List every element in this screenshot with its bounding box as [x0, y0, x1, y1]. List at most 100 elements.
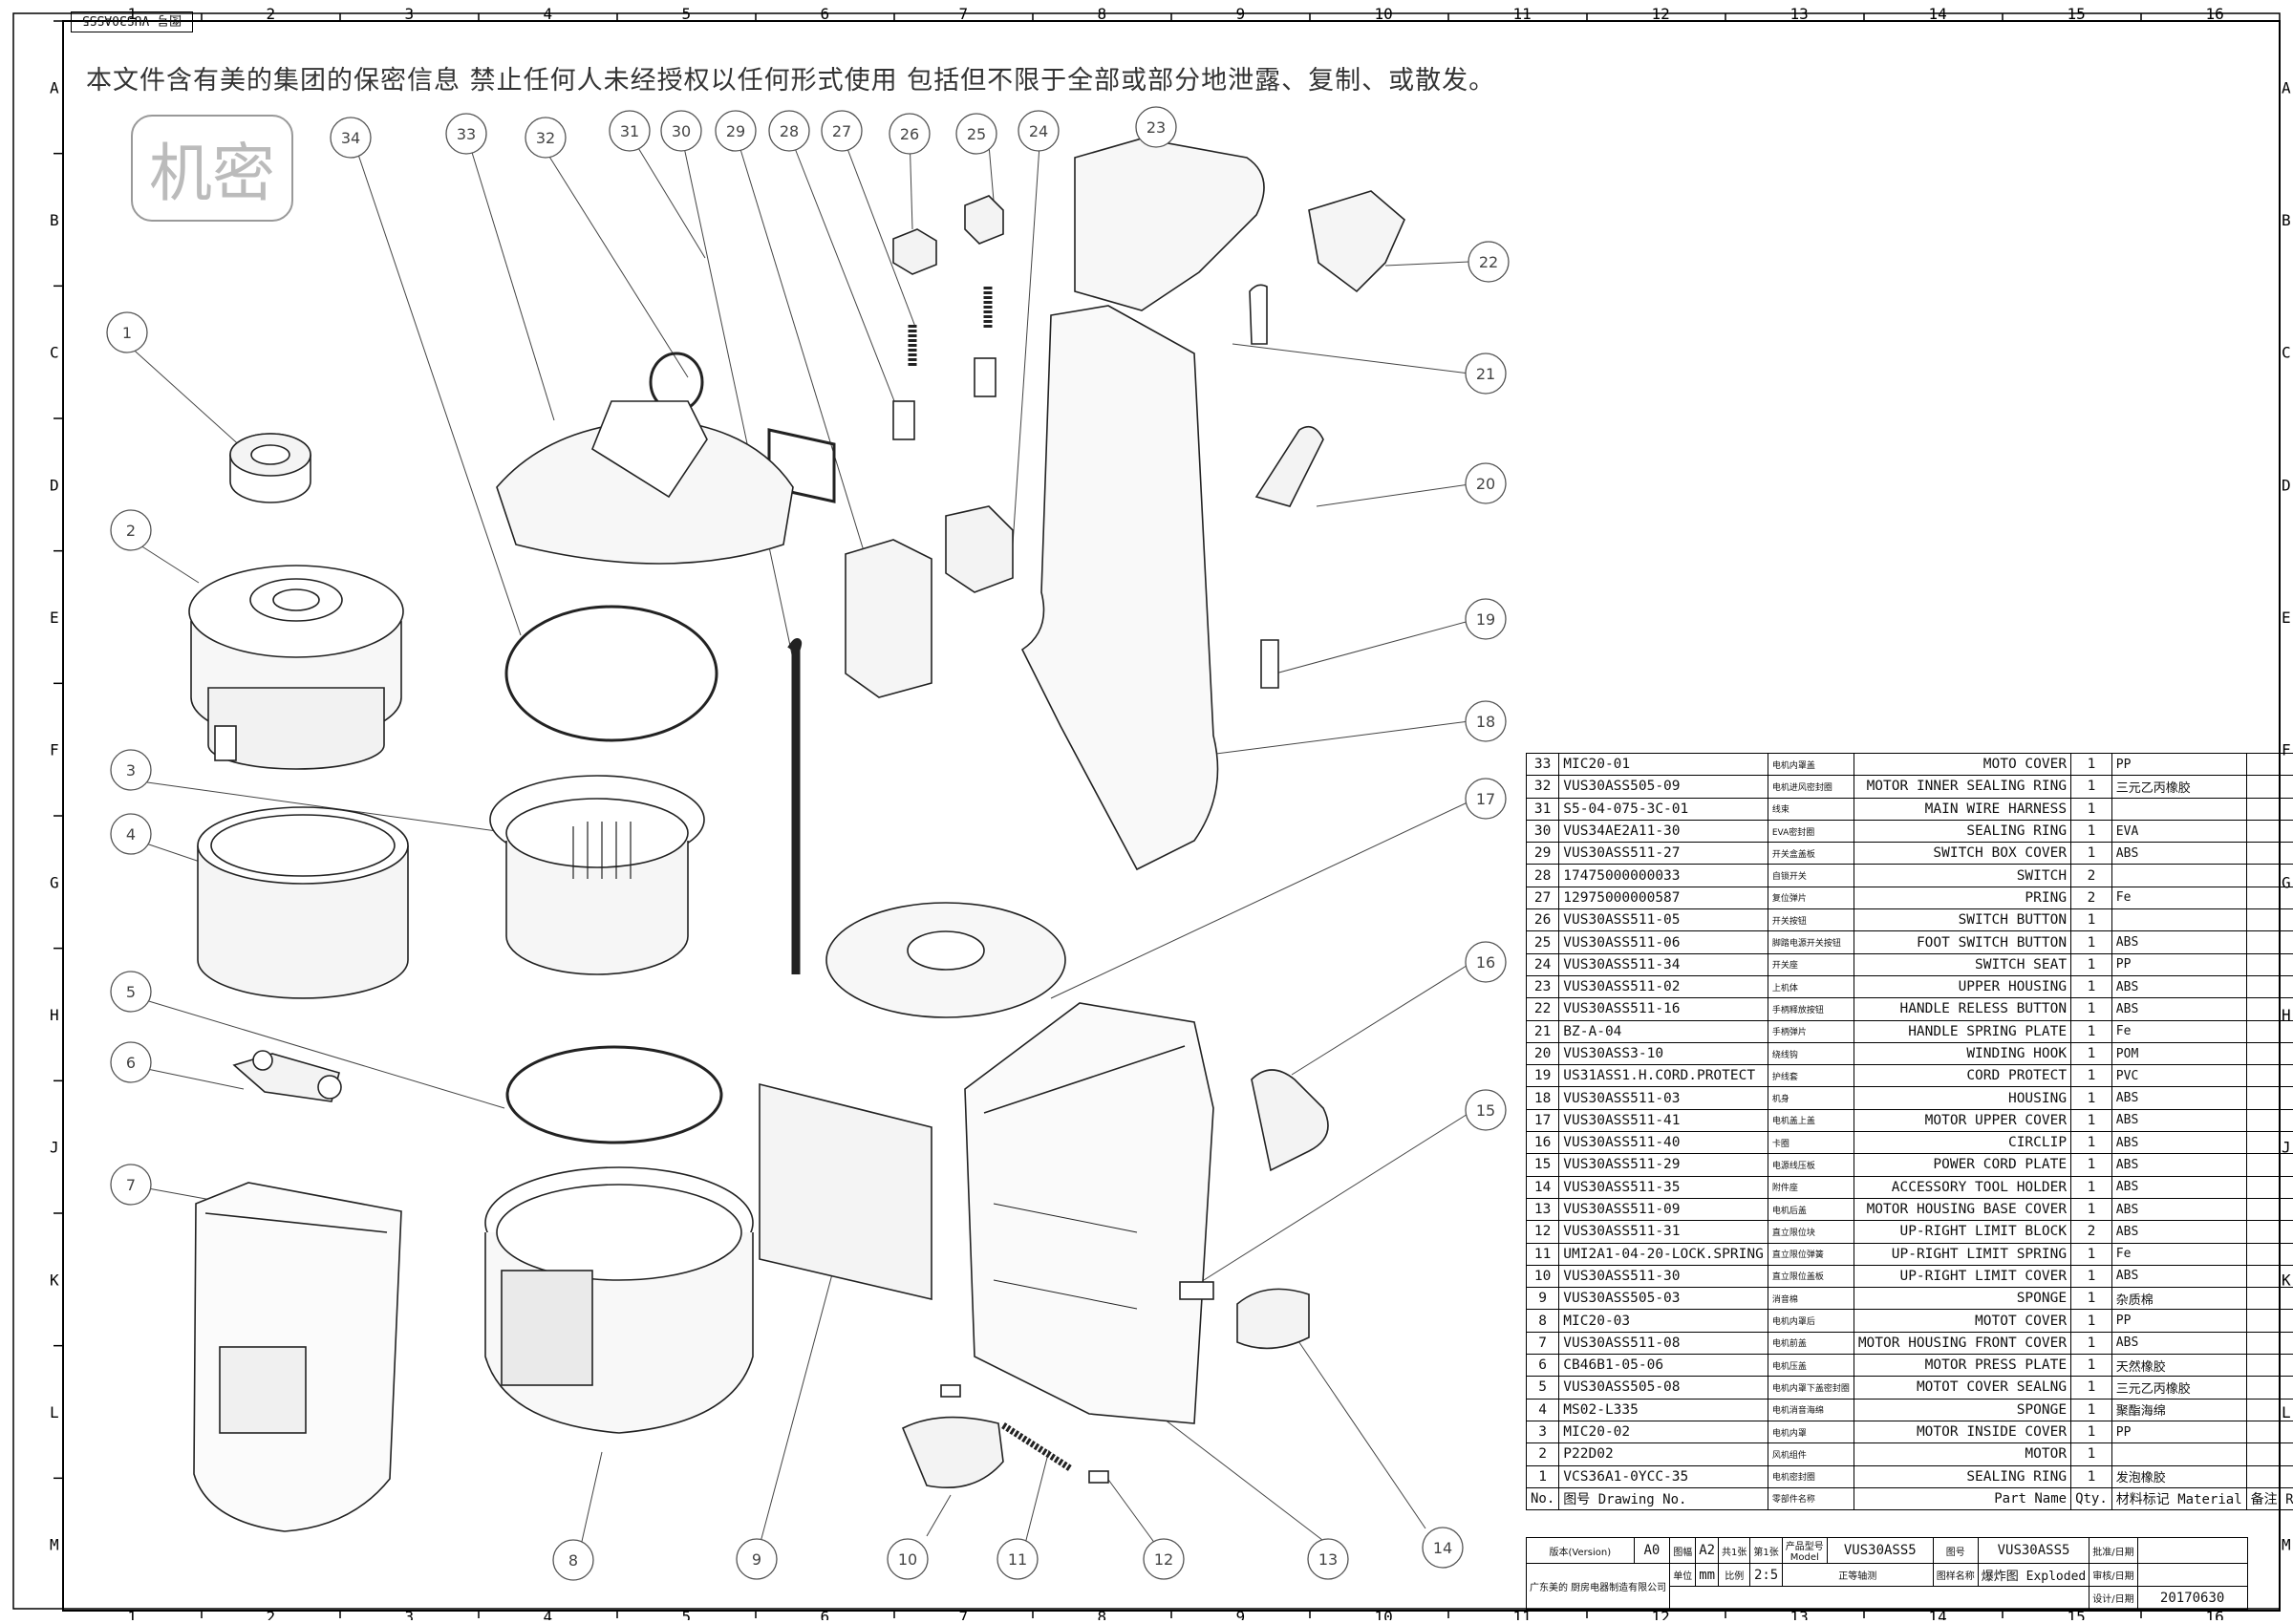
cell-no: 32 — [1527, 776, 1559, 798]
sheet-size-value: A2 — [1696, 1538, 1719, 1564]
cell-no: 7 — [1527, 1332, 1559, 1354]
part-34-sealing-ring — [506, 607, 717, 740]
cell-qty: 1 — [2071, 754, 2112, 776]
part-14-accessory-holder — [1237, 1289, 1309, 1348]
balloon-16: 16 — [1466, 942, 1506, 982]
cell-name: Part Name — [1854, 1487, 2070, 1509]
cell-qty: 2 — [2071, 1221, 2112, 1243]
cell-name: CIRCLIP — [1854, 1132, 2070, 1154]
balloon-23: 23 — [1136, 107, 1176, 147]
cell-material: Fe — [2111, 1243, 2246, 1265]
cell-no: 3 — [1527, 1421, 1559, 1442]
cell-cn: 直立限位盖板 — [1768, 1265, 1854, 1287]
part-15-cord-plate — [1180, 1282, 1213, 1299]
svg-text:23: 23 — [1146, 118, 1166, 137]
cell-no: 4 — [1527, 1399, 1559, 1421]
drawing-no-value: VUS30ASS5 — [1978, 1538, 2089, 1564]
cell-remark — [2246, 1243, 2293, 1265]
cell-drawing: VUS30ASS511-06 — [1559, 931, 1768, 953]
cell-name: MOTOR INNER SEALING RING — [1854, 776, 2070, 798]
cell-name: MOTOR HOUSING BASE COVER — [1854, 1198, 2070, 1220]
cell-qty: 1 — [2071, 1399, 2112, 1421]
cell-material: Fe — [2111, 887, 2246, 908]
cell-no: 5 — [1527, 1377, 1559, 1399]
cell-no: 6 — [1527, 1355, 1559, 1377]
cell-remark — [2246, 975, 2293, 997]
cell-drawing: 图号 Drawing No. — [1559, 1487, 1768, 1509]
cell-cn: 复位弹片 — [1768, 887, 1854, 908]
part-19-cord-protect — [1261, 640, 1278, 688]
cell-remark — [2246, 1065, 2293, 1087]
cell-no: 11 — [1527, 1243, 1559, 1265]
cell-remark — [2246, 865, 2293, 887]
cell-drawing: VUS30ASS511-40 — [1559, 1132, 1768, 1154]
grid-col-label: 4 — [544, 1608, 553, 1620]
grid-row-label: C — [50, 344, 59, 362]
cell-material: 天然橡胶 — [2111, 1355, 2246, 1377]
cell-qty: 1 — [2071, 909, 2112, 931]
cell-material: ABS — [2111, 1198, 2246, 1220]
corner-drawing-label: 图号 VUS30ASS5 — [71, 11, 193, 32]
cell-qty: 1 — [2071, 1132, 2112, 1154]
approve-value — [2137, 1538, 2247, 1564]
approve-label: 批准/日期 — [2089, 1538, 2137, 1564]
confidentiality-notice: 本文件含有美的集团的保密信息 禁止任何人未经授权以任何形式使用 包括但不限于全部… — [86, 59, 1495, 96]
cell-qty: 1 — [2071, 1243, 2112, 1265]
cell-cn: 绕线钩 — [1768, 1042, 1854, 1064]
cell-no: 9 — [1527, 1288, 1559, 1310]
cell-qty: 1 — [2071, 1087, 2112, 1109]
part-9-sponge — [760, 1084, 932, 1299]
svg-text:8: 8 — [568, 1551, 578, 1570]
balloon-34: 34 — [331, 118, 371, 158]
cell-material: ABS — [2111, 1132, 2246, 1154]
svg-text:5: 5 — [126, 983, 136, 1001]
cell-cn: 上机体 — [1768, 975, 1854, 997]
cell-material: 杂质棉 — [2111, 1288, 2246, 1310]
cell-qty: 1 — [2071, 1198, 2112, 1220]
part-33-moto-cover — [497, 401, 793, 564]
cell-name: HANDLE SPRING PLATE — [1854, 1020, 2070, 1042]
grid-col-label: 3 — [405, 5, 415, 23]
cell-drawing: VUS30ASS511-34 — [1559, 953, 1768, 975]
cell-qty: 1 — [2071, 1154, 2112, 1176]
part-3-inside-cover — [490, 776, 704, 974]
cell-no: 30 — [1527, 820, 1559, 842]
svg-text:20: 20 — [1476, 475, 1495, 493]
cell-material: ABS — [2111, 1154, 2246, 1176]
cell-drawing: 12975000000587 — [1559, 887, 1768, 908]
cell-name: SWITCH BUTTON — [1854, 909, 2070, 931]
part-28-switch — [975, 358, 996, 396]
cell-cn: 附件座 — [1768, 1176, 1854, 1198]
grid-col-label: 6 — [821, 5, 830, 23]
cell-material: PP — [2111, 1421, 2246, 1442]
part-1-sealing-ring — [230, 434, 311, 502]
cell-name: MOTOR INSIDE COVER — [1854, 1421, 2070, 1442]
balloon-20: 20 — [1466, 463, 1506, 503]
cell-drawing: VUS30ASS505-09 — [1559, 776, 1768, 798]
cell-remark — [2246, 1310, 2293, 1332]
grid-row-label: E — [2282, 609, 2291, 627]
svg-text:3: 3 — [126, 761, 136, 780]
model-value: VUS30ASS5 — [1827, 1538, 1933, 1564]
cell-cn: 电机消音海绵 — [1768, 1399, 1854, 1421]
design-date: 20170630 — [2137, 1587, 2247, 1610]
balloon-29: 29 — [716, 111, 756, 151]
cell-cn: 电机内罩下盖密封圈 — [1768, 1377, 1854, 1399]
part-10-limit-cover — [903, 1418, 1003, 1488]
part-4-sponge — [198, 807, 408, 998]
cell-qty: 1 — [2071, 931, 2112, 953]
cell-material: 聚酯海绵 — [2111, 1399, 2246, 1421]
svg-text:24: 24 — [1029, 122, 1048, 140]
part-7-front-cover — [194, 1183, 401, 1531]
cell-no: 26 — [1527, 909, 1559, 931]
